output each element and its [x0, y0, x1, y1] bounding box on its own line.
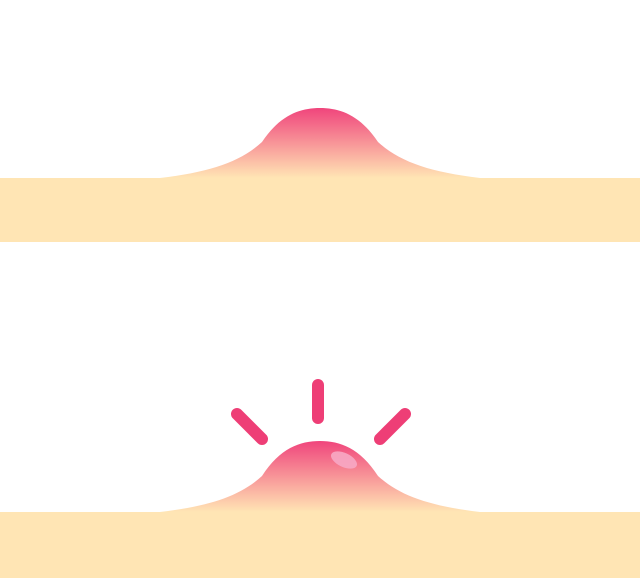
- skin-strip: [0, 178, 640, 242]
- glow-ray-left: [231, 408, 268, 445]
- shine-highlight: [330, 451, 358, 469]
- skin-bump: [160, 108, 480, 178]
- glow-ray-right: [374, 408, 411, 445]
- illustration-before: [0, 0, 640, 250]
- bump-before-svg: [0, 108, 640, 242]
- skin-strip: [0, 512, 640, 578]
- illustration-after: [0, 330, 640, 578]
- bump-after-svg: [0, 379, 640, 578]
- skin-bump-glowing: [160, 441, 480, 512]
